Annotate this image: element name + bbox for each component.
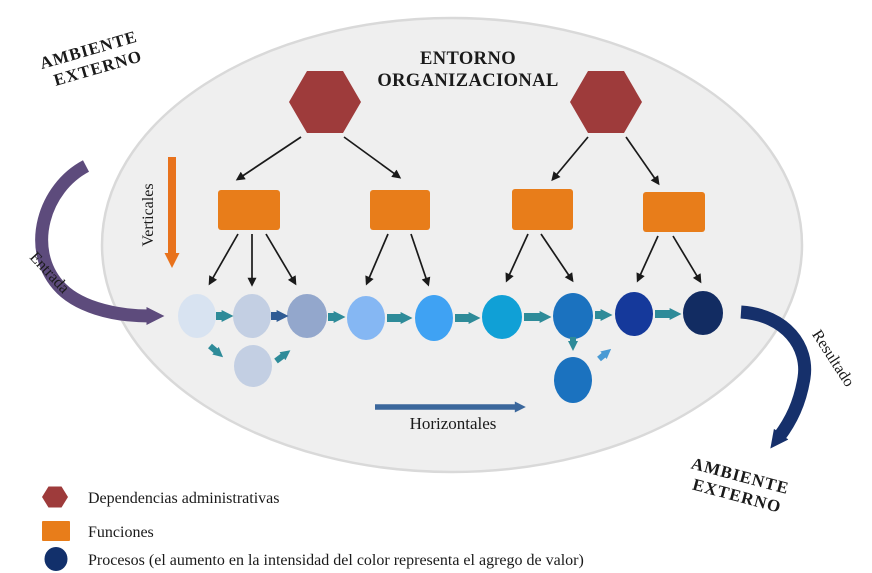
sub-process-arrows — [208, 337, 612, 364]
sub-process-circle-2 — [554, 357, 592, 403]
function-box-3 — [512, 189, 573, 230]
function-box-1 — [218, 190, 280, 230]
process-circle-6 — [482, 295, 522, 339]
legend-hexagon-icon — [42, 486, 68, 508]
ambiente-externo-top: AMBIENTE EXTERNO — [38, 27, 145, 90]
dependency-hexagon-2 — [570, 71, 642, 133]
legend: Dependencias administrativas Funciones P… — [42, 486, 584, 571]
hexagon-to-function-arrows — [235, 136, 660, 186]
function-box-2 — [370, 190, 430, 230]
process-circle-3 — [287, 294, 327, 338]
legend-label-procesos: Procesos (el aumento en la intensidad de… — [88, 552, 584, 569]
hierarchy-arrow — [265, 233, 297, 286]
process-circle-7 — [553, 293, 593, 339]
process-circle-5 — [415, 295, 453, 341]
process-circle-9 — [683, 291, 723, 335]
verticales-label: Verticales — [140, 183, 157, 246]
legend-label-funciones: Funciones — [88, 524, 154, 541]
process-circle-8 — [615, 292, 653, 336]
ambiente-externo-bottom: AMBIENTE EXTERNO — [689, 454, 791, 517]
title-line2: ORGANIZACIONAL — [377, 71, 558, 91]
hierarchy-arrow — [343, 136, 402, 179]
sub-process-circle-1 — [234, 345, 272, 387]
horizontales-label: Horizontales — [410, 414, 497, 433]
hierarchy-arrow — [208, 233, 239, 286]
legend-label-dependencias: Dependencias administrativas — [88, 490, 280, 507]
hierarchy-arrow — [540, 233, 574, 283]
title-line1: ENTORNO — [420, 49, 516, 69]
process-flow-arrows — [216, 308, 682, 324]
resultado-label: Resultado — [808, 327, 857, 390]
dependency-hexagon-1 — [289, 71, 361, 133]
hierarchy-arrow — [672, 235, 702, 284]
hierarchy-arrow — [625, 136, 660, 186]
entrada-arrow — [35, 160, 165, 325]
sub-branch-arrow — [274, 350, 291, 364]
legend-circle-icon — [44, 547, 68, 571]
hierarchy-arrow — [235, 136, 302, 181]
process-circle-1 — [178, 294, 216, 338]
hierarchy-arrow — [410, 233, 431, 287]
process-circle-4 — [347, 296, 385, 340]
legend-square-icon — [42, 521, 70, 541]
hierarchy-arrow — [551, 136, 589, 182]
hierarchy-arrow — [505, 233, 529, 283]
function-box-4 — [643, 192, 705, 232]
hierarchy-arrow — [636, 235, 659, 283]
hierarchy-arrow — [365, 233, 389, 286]
function-to-process-arrows — [208, 233, 702, 287]
sub-branch-arrow — [597, 348, 612, 362]
resultado-arrow — [740, 305, 812, 449]
process-circle-2 — [233, 294, 271, 338]
sub-branch-arrow — [208, 343, 224, 358]
